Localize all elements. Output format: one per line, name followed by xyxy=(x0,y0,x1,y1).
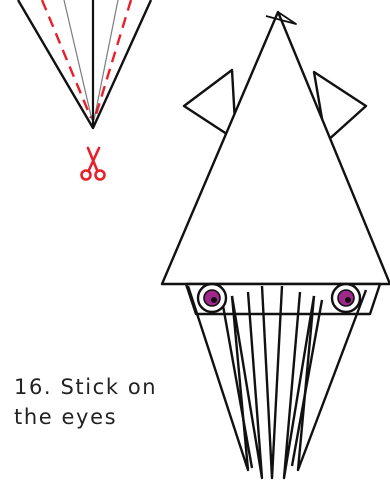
squid-mantle xyxy=(162,12,390,284)
cut-line-left xyxy=(42,0,91,118)
eye-pupil xyxy=(345,297,351,303)
instruction-line-1: 16. Stick on xyxy=(14,372,194,402)
squid-body xyxy=(162,12,390,284)
instruction-line-2: the eyes xyxy=(14,402,194,432)
squid-eye-right xyxy=(332,284,360,312)
eye-pupil xyxy=(211,297,217,303)
squid-eye-left xyxy=(198,284,226,312)
step-instruction: 16. Stick on the eyes xyxy=(14,372,194,432)
cut-line-right xyxy=(95,0,131,118)
cut-guide-cone xyxy=(18,0,151,128)
cone-outline xyxy=(18,0,151,128)
scissors-icon xyxy=(82,148,105,180)
